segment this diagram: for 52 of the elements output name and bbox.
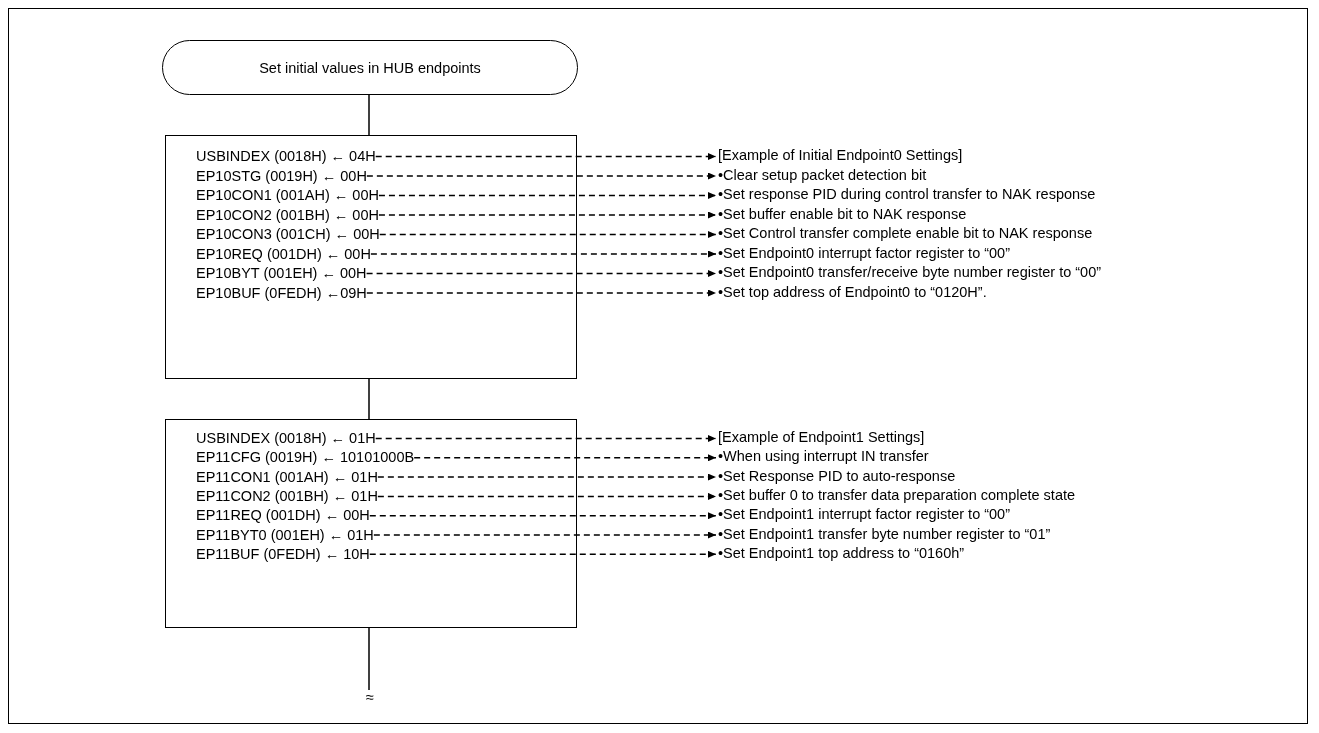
register-setting: EP11CON2 (001BH) ← 01H (196, 486, 378, 506)
register-setting: EP10STG (0019H) ← 00H (196, 166, 367, 186)
dashed-arrow (365, 270, 717, 277)
note-text: •Set Endpoint1 top address to “0160h” (718, 543, 1278, 563)
note-text: •Set Endpoint1 interrupt factor register to “00” (718, 505, 1278, 525)
dashed-arrow (377, 492, 717, 500)
note-text: •Set Response PID to auto-response (718, 466, 1278, 486)
dashed-arrow (374, 153, 717, 160)
note-text: •When using interrupt IN transfer (718, 447, 1278, 467)
register-setting: EP10REQ (001DH) ← 00H (196, 244, 371, 264)
terminal-label: Set initial values in HUB endpoints (259, 58, 481, 77)
flow-line (368, 627, 370, 691)
register-setting: USBINDEX (0018H) ← 01H (196, 429, 376, 448)
dashed-arrow (379, 231, 717, 238)
dashed-arrow (378, 192, 717, 199)
break-mark: ≈ (362, 688, 378, 708)
dashed-arrow (369, 550, 717, 558)
note-text: •Set Endpoint0 transfer/receive byte number register to “00” (718, 263, 1278, 282)
dashed-arrow (370, 250, 717, 258)
register-setting: EP11REQ (001DH) ← 00H (196, 506, 370, 526)
register-setting: EP10BUF (0FEDH) ←09H (196, 283, 367, 303)
dashed-arrow (369, 512, 717, 520)
process-box (165, 135, 577, 379)
register-setting: EP10CON1 (001AH) ← 00H (196, 186, 379, 205)
register-setting: EP10CON3 (001CH) ← 00H (196, 225, 380, 244)
note-text: [Example of Endpoint1 Settings] (718, 428, 1278, 447)
register-setting: EP11CON1 (001AH) ← 01H (196, 467, 378, 487)
dashed-arrow (413, 454, 717, 462)
dashed-arrow (374, 435, 717, 442)
dashed-arrow (366, 289, 717, 297)
dashed-arrow (373, 531, 717, 539)
note-text: •Set response PID during control transfer to NAK response (718, 185, 1278, 204)
register-setting: EP10BYT (001EH) ← 00H (196, 264, 367, 283)
register-setting: EP11BYT0 (001EH) ← 01H (196, 525, 374, 545)
register-setting: EP11CFG (0019H) ← 10101000B (196, 448, 415, 468)
dashed-arrow (378, 211, 717, 219)
note-text: •Set Control transfer complete enable bit to NAK response (718, 224, 1278, 243)
note-text: [Example of Initial Endpoint0 Settings] (718, 146, 1278, 165)
note-text: •Set top address of Endpoint0 to “0120H”. (718, 282, 1278, 302)
dashed-arrow (377, 473, 717, 481)
note-text: •Set buffer 0 to transfer data preparation complete state (718, 485, 1278, 505)
flow-line (368, 94, 370, 136)
register-setting: EP10CON2 (001BH) ← 00H (196, 205, 379, 225)
dashed-arrow (366, 172, 717, 180)
register-setting: USBINDEX (0018H) ← 04H (196, 147, 376, 166)
note-text: •Clear setup packet detection bit (718, 165, 1278, 185)
note-text: •Set Endpoint1 transfer byte number register to “01” (718, 524, 1278, 544)
register-setting: EP11BUF (0FEDH) ← 10H (196, 544, 370, 564)
flow-line (368, 378, 370, 420)
note-text: •Set buffer enable bit to NAK response (718, 204, 1278, 224)
note-text: •Set Endpoint0 interrupt factor register to “00” (718, 243, 1278, 263)
process-box (165, 419, 577, 628)
